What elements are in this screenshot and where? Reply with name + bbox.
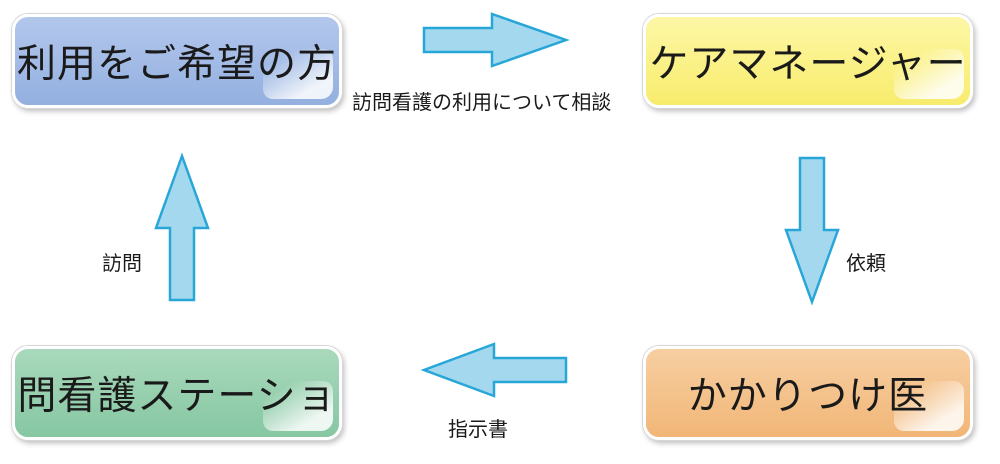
edge-label-order: 指示書 [448,417,508,441]
edge-label-request: 依頼 [846,251,886,275]
arrow-down-icon [784,156,840,306]
node-care-manager: ケアマネージャー [643,14,973,108]
arrow-up-icon [154,152,210,302]
node-user-label: 利用をご希望の方 [16,42,337,87]
node-station-label: 訪問看護ステーション [15,374,339,419]
node-user: 利用をご希望の方 [12,14,342,108]
node-doctor: かかりつけ医 [643,346,973,440]
node-doctor-label: かかりつけ医 [687,374,929,419]
arrow-left-icon [420,342,568,398]
node-station: 訪問看護ステーション [12,346,342,440]
node-care-manager-label: ケアマネージャー [649,42,967,87]
arrow-right-icon [422,12,570,68]
edge-label-visit: 訪問 [102,251,142,275]
edge-label-consult: 訪問看護の利用について相談 [352,90,612,114]
